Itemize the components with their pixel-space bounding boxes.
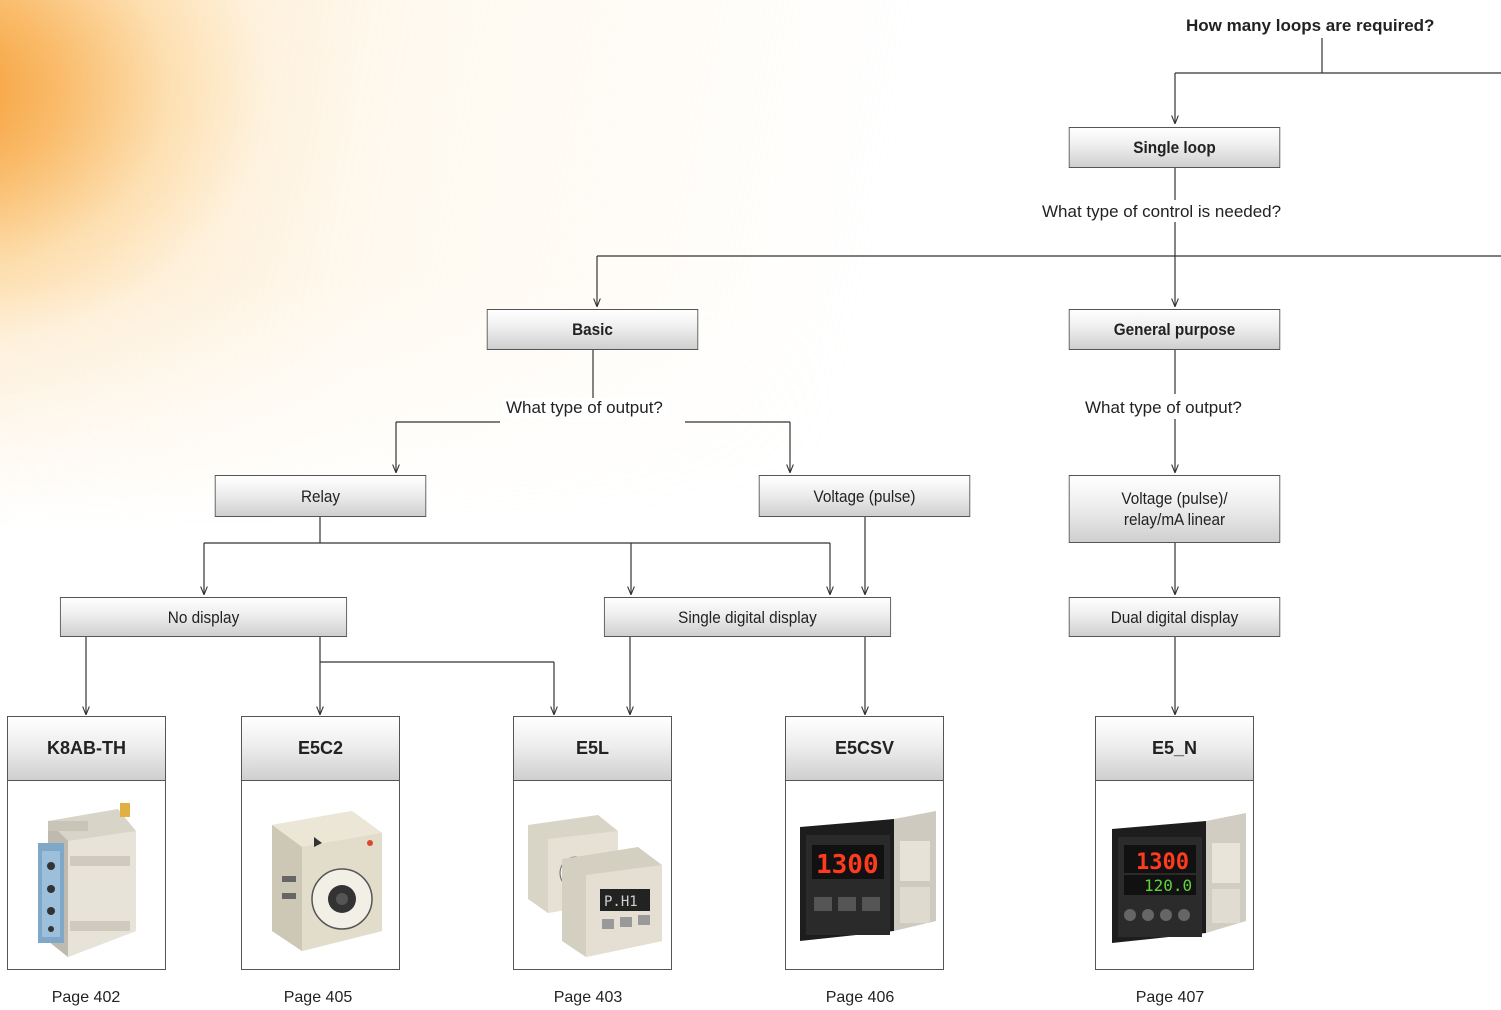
node-relay: Relay: [214, 475, 427, 517]
dual-display-controller-image: 1300 120.0: [1096, 781, 1253, 969]
page-ref-e5l[interactable]: Page 403: [553, 989, 623, 1006]
page-ref-e5csv[interactable]: Page 406: [825, 989, 895, 1006]
node-no-display: No display: [59, 597, 348, 637]
node-basic: Basic: [486, 309, 699, 350]
node-voltage-relay-ma-line2: relay/mA linear: [1123, 510, 1226, 529]
svg-text:P.H1: P.H1: [604, 894, 638, 910]
node-single-digital-display: Single digital display: [603, 597, 892, 637]
node-dual-digital-display: Dual digital display: [1068, 597, 1281, 637]
product-card-e5-n[interactable]: E5_N 1300 120.0: [1095, 716, 1254, 970]
product-card-e5c2[interactable]: E5C2: [241, 716, 400, 970]
product-card-e5csv[interactable]: E5CSV 1300: [785, 716, 944, 970]
node-voltage-relay-ma: Voltage (pulse)/ relay/mA linear: [1068, 475, 1281, 543]
question-loops: How many loops are required?: [1182, 16, 1439, 36]
digital-controller-image: 1300: [786, 781, 943, 969]
page-ref-e5c2[interactable]: Page 405: [283, 989, 353, 1006]
node-single-loop: Single loop: [1068, 127, 1281, 168]
product-name: K8AB-TH: [8, 717, 165, 781]
product-name: E5CSV: [786, 717, 943, 781]
din-rail-relay-image: [8, 781, 165, 969]
svg-text:1300: 1300: [816, 850, 879, 880]
product-name: E5C2: [242, 717, 399, 781]
dial-controller-image: [242, 781, 399, 969]
node-voltage-relay-ma-line1: Voltage (pulse)/: [1121, 489, 1228, 508]
node-general-purpose: General purpose: [1068, 309, 1281, 350]
node-voltage-pulse: Voltage (pulse): [758, 475, 971, 517]
svg-text:1300: 1300: [1136, 850, 1189, 875]
product-name: E5_N: [1096, 717, 1253, 781]
question-output-general: What type of output?: [1081, 398, 1246, 418]
question-control: What type of control is needed?: [1038, 202, 1286, 222]
svg-text:120.0: 120.0: [1144, 876, 1192, 895]
page-ref-k8ab-th[interactable]: Page 402: [51, 989, 121, 1006]
product-name: E5L: [514, 717, 671, 781]
product-card-e5l[interactable]: E5L P.H1: [513, 716, 672, 970]
question-output-basic: What type of output?: [502, 398, 667, 418]
product-card-k8ab-th[interactable]: K8AB-TH: [7, 716, 166, 970]
page-ref-e5-n[interactable]: Page 407: [1135, 989, 1205, 1006]
dual-controller-image: P.H1: [514, 781, 671, 969]
